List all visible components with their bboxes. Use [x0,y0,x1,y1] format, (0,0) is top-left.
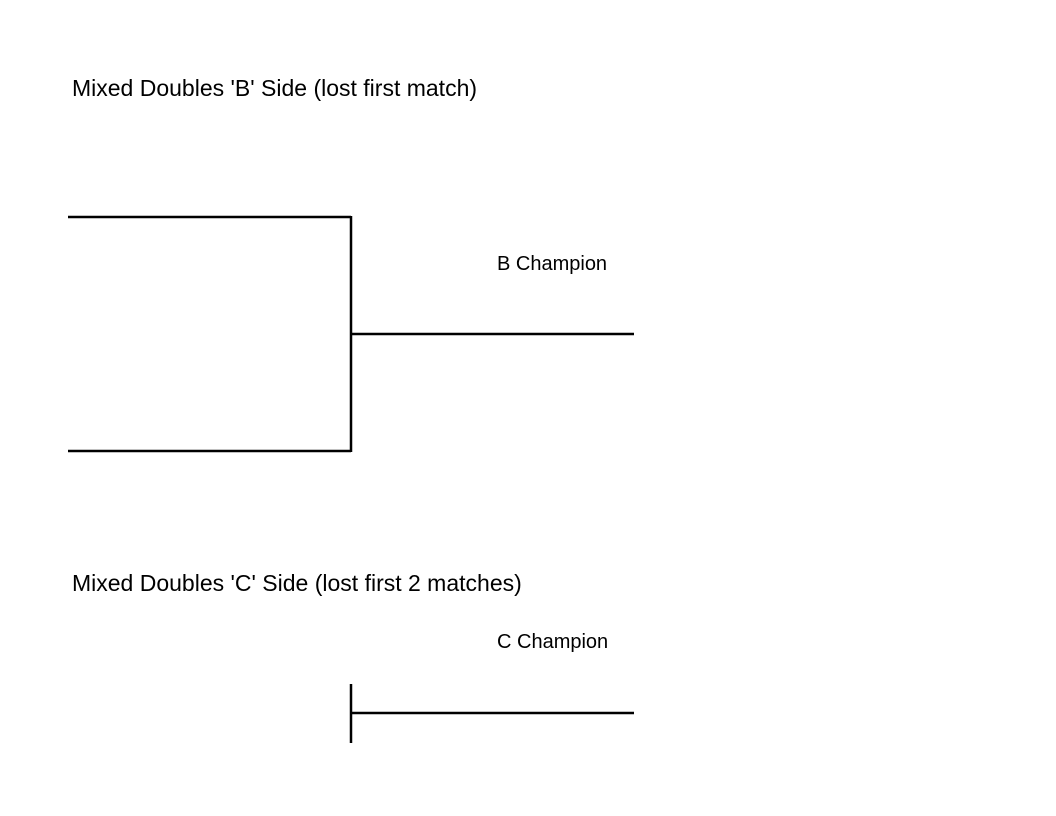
b-side-bracket [68,215,634,453]
b-side-title: Mixed Doubles 'B' Side (lost first match… [72,75,478,101]
c-champion-label: C Champion [497,631,609,653]
c-side-title: Mixed Doubles 'C' Side (lost first 2 mat… [72,570,522,596]
b-champion-label: B Champion [497,253,608,275]
c-side-bracket [349,684,634,743]
